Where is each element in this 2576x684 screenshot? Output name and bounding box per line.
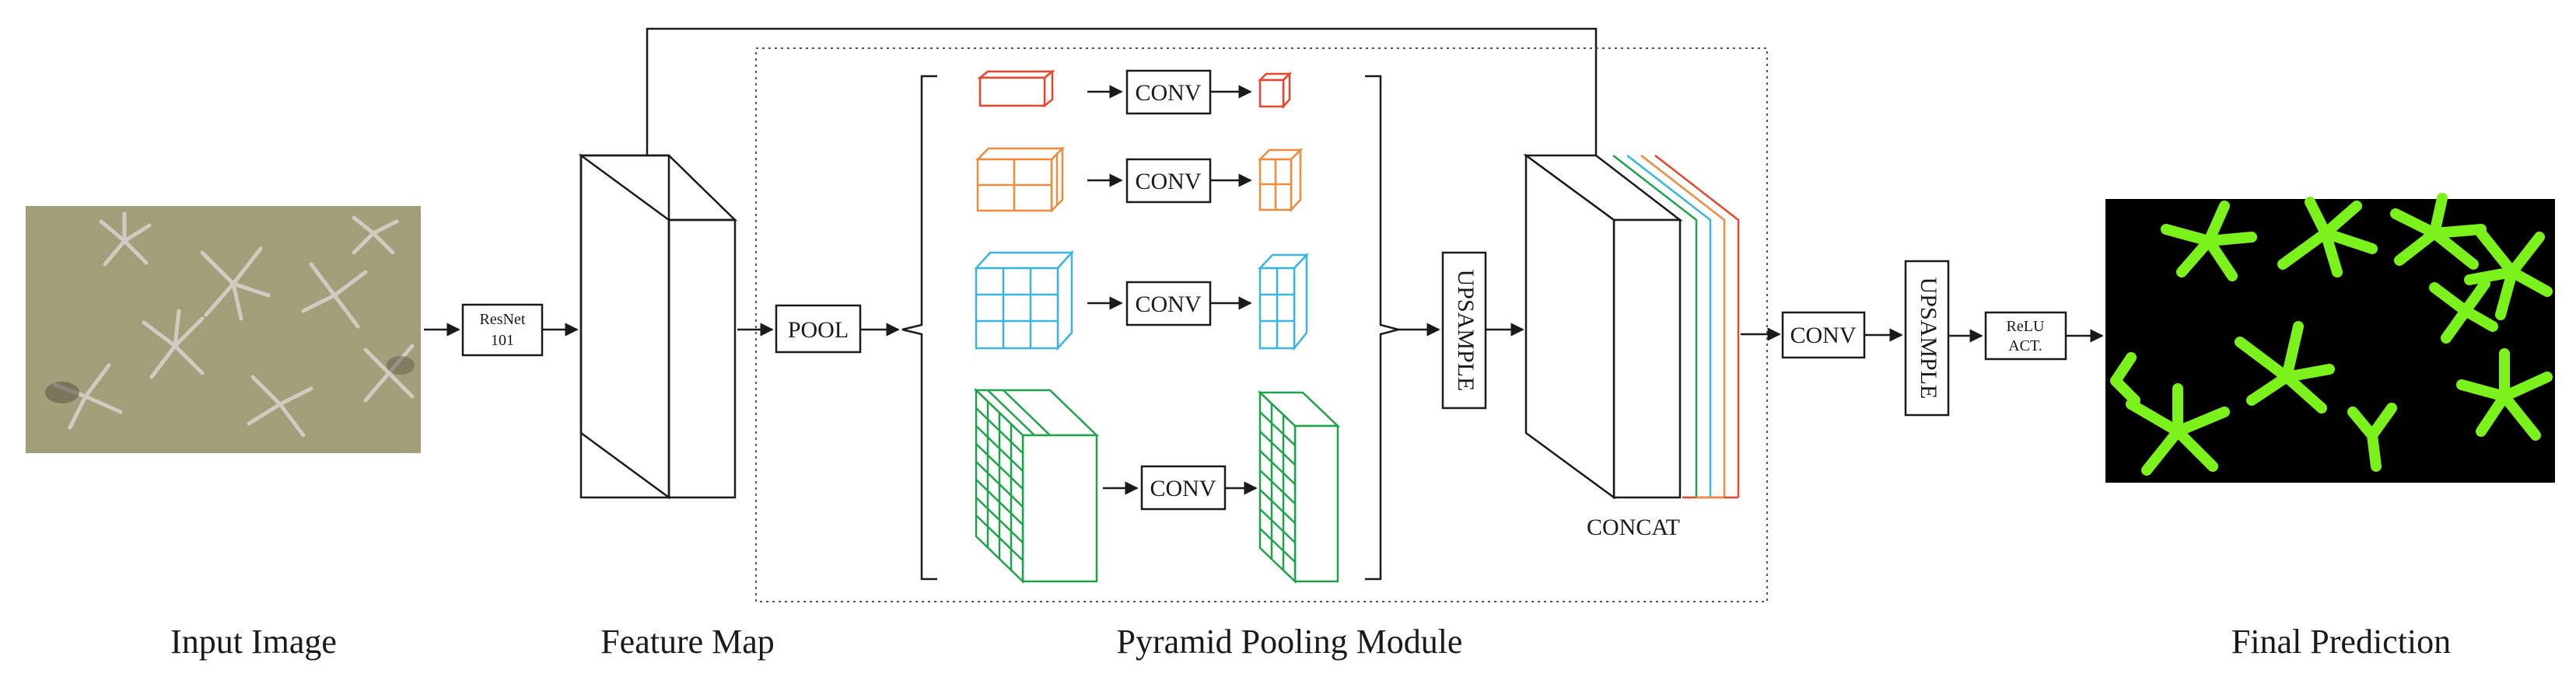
pool-level-1	[977, 69, 1055, 108]
input-image	[26, 206, 421, 453]
ppm-border	[755, 47, 1768, 602]
pool-level-3	[974, 250, 1074, 351]
resnet-label-line2: 101	[491, 332, 514, 349]
pool-block: POOL	[775, 304, 862, 354]
conv-block-2: CONV	[1125, 158, 1212, 204]
upsample-block-2: UPSAMPLE	[1904, 260, 1950, 417]
conv-label: CONV	[1135, 80, 1201, 106]
upsample-block-1: UPSAMPLE	[1441, 251, 1487, 410]
relu-label-line2: ACT.	[2008, 337, 2042, 354]
conv-block-4: CONV	[1140, 465, 1227, 511]
caption-feature-map: Feature Map	[600, 623, 775, 661]
caption-input-image: Input Image	[170, 623, 337, 661]
right-bracket	[1365, 75, 1402, 581]
conv-label: CONV	[1150, 476, 1216, 501]
resnet-block: ResNet 101	[461, 303, 544, 357]
pool-level-4	[973, 388, 1100, 584]
conv-output-4	[1257, 390, 1341, 584]
conv-block-final: CONV	[1781, 311, 1866, 359]
resnet-label-line1: ResNet	[480, 311, 526, 328]
conv-label: CONV	[1135, 169, 1201, 194]
conv-label: CONV	[1790, 323, 1856, 348]
conv-output-3	[1258, 252, 1309, 351]
relu-label-line1: ReLU	[2007, 318, 2045, 335]
relu-block: ReLU ACT.	[1984, 311, 2067, 361]
conv-output-2	[1257, 147, 1304, 213]
final-prediction-mask	[2105, 193, 2555, 483]
pool-level-2	[975, 145, 1066, 214]
caption-final-prediction: Final Prediction	[2231, 623, 2451, 661]
feature-map-cuboid	[578, 153, 738, 500]
skip-connection	[646, 27, 1603, 180]
conv-label: CONV	[1135, 291, 1201, 317]
left-bracket	[901, 75, 937, 581]
concat-stack: CONCAT	[1523, 153, 1740, 540]
conv-output-1	[1257, 71, 1293, 110]
conv-block-1: CONV	[1125, 69, 1212, 115]
pool-label: POOL	[788, 317, 849, 343]
conv-block-3: CONV	[1125, 281, 1212, 326]
upsample-label: UPSAMPLE	[1453, 270, 1479, 392]
upsample-label: UPSAMPLE	[1916, 277, 1941, 400]
concat-label: CONCAT	[1587, 515, 1680, 540]
caption-ppm: Pyramid Pooling Module	[1117, 623, 1463, 661]
